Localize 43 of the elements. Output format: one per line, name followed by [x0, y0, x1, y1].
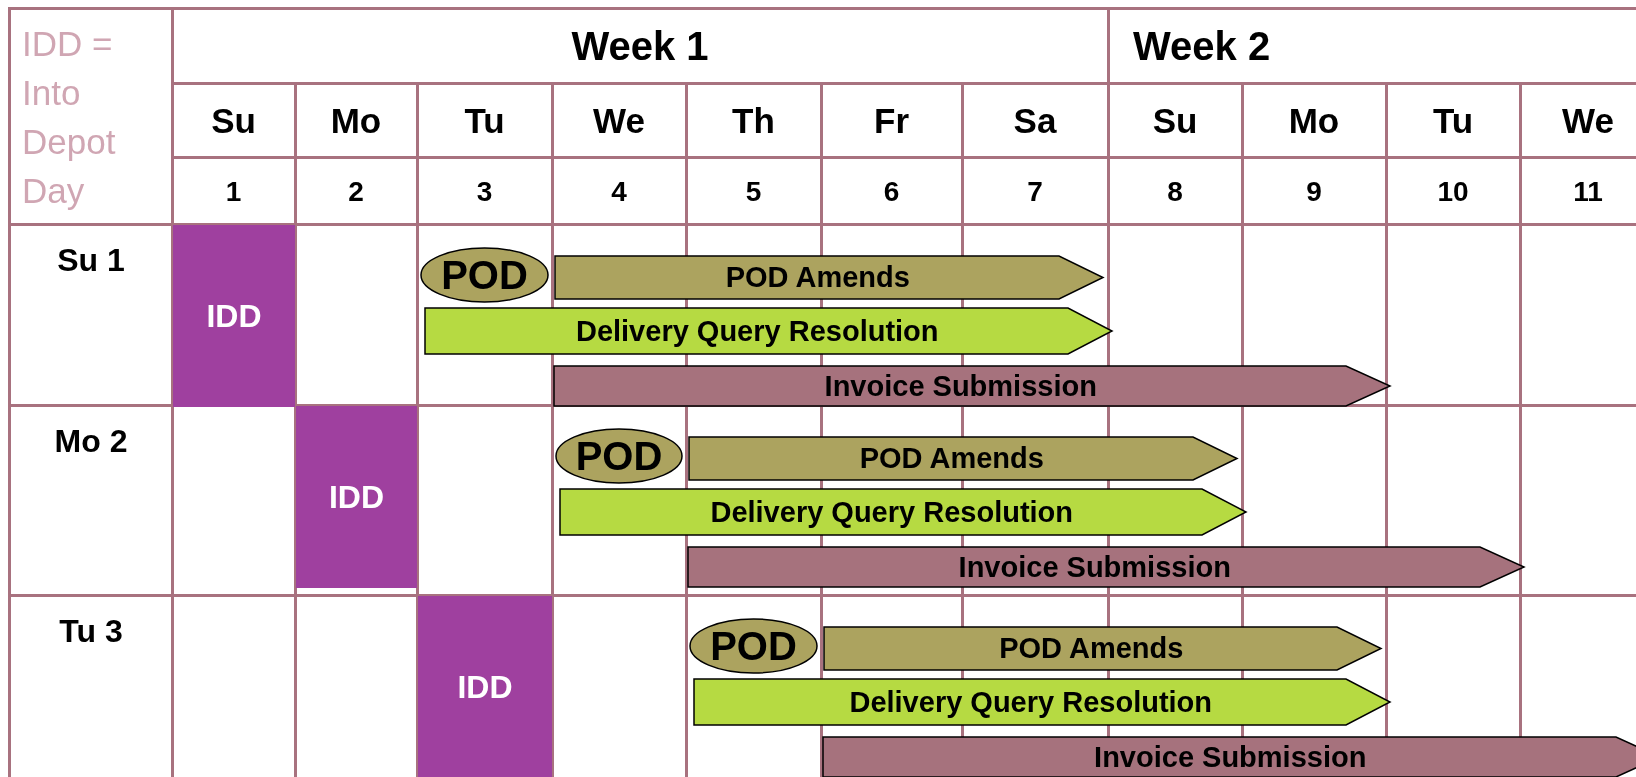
task-bar: Invoice Submission	[822, 736, 1636, 777]
day-name: We	[593, 101, 645, 141]
day-block: IDD	[173, 225, 295, 407]
day-name: Su	[211, 101, 256, 141]
task-bar: POD Amends	[823, 626, 1382, 671]
task-bar: POD Amends	[554, 255, 1104, 300]
day-number: 2	[348, 175, 364, 208]
day-name: Su	[1152, 101, 1198, 141]
day-name: We	[1562, 101, 1614, 141]
day-name: Mo	[330, 101, 382, 141]
day-number: 7	[1027, 175, 1043, 208]
task-bar: Invoice Submission	[687, 546, 1525, 588]
day-name: Sa	[1013, 101, 1057, 141]
task-bar: Invoice Submission	[553, 365, 1391, 407]
day-number: 6	[883, 175, 900, 208]
row-label: Mo 2	[54, 422, 128, 460]
row-label: Tu 3	[59, 612, 123, 650]
day-block: IDD	[418, 596, 552, 777]
row-label: Su 1	[57, 241, 125, 279]
day-number: 3	[476, 175, 493, 208]
task-bar: Delivery Query Resolution	[559, 488, 1247, 536]
task-bar: Delivery Query Resolution	[693, 678, 1391, 726]
pod-ellipse: POD	[555, 428, 683, 484]
week-header: Week 2	[1133, 23, 1271, 69]
day-number: 10	[1437, 175, 1469, 208]
day-number: 5	[745, 175, 762, 208]
day-name: Tu	[1432, 101, 1474, 141]
task-bar: POD Amends	[688, 436, 1238, 481]
day-name: Fr	[874, 101, 909, 141]
day-number: 4	[611, 175, 627, 208]
legend-note: IDD = Into Depot Day	[22, 22, 117, 212]
day-name: Th	[732, 101, 775, 141]
week-header: Week 1	[571, 23, 709, 69]
day-number: 1	[225, 175, 242, 208]
day-number: 9	[1306, 175, 1322, 208]
day-number: 8	[1167, 175, 1183, 208]
pod-ellipse: POD	[420, 247, 549, 303]
day-number: 11	[1573, 175, 1603, 208]
day-name: Mo	[1288, 101, 1340, 141]
task-bar: Delivery Query Resolution	[424, 307, 1113, 355]
day-name: Tu	[464, 101, 505, 141]
day-block: IDD	[296, 406, 417, 588]
pod-ellipse: POD	[689, 618, 818, 674]
